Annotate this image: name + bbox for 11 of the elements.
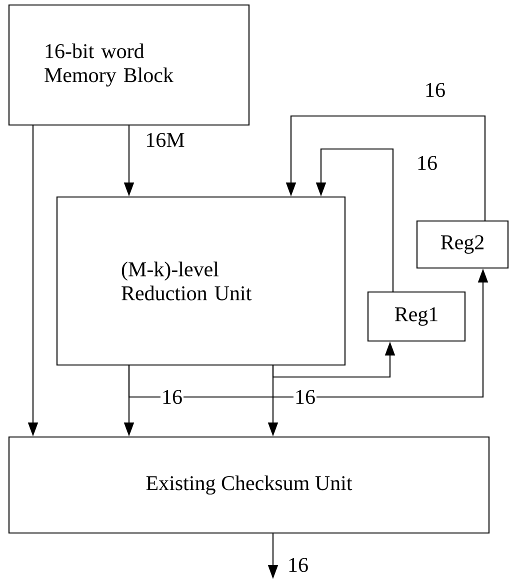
memory-block-box: 16-bit word Memory Block	[8, 4, 250, 126]
register-box: Reg2	[416, 220, 509, 269]
register-box: Reg1	[367, 291, 466, 342]
checksum-unit-box: Existing Checksum Unit	[8, 436, 490, 534]
edge-label: 16M	[144, 132, 186, 148]
edge-label: 16	[416, 154, 438, 172]
edge-label: 16	[424, 82, 446, 98]
edge-label: 16	[286, 556, 310, 574]
edge-label: 16	[160, 388, 184, 406]
reduction-unit-box: (M-k)-level Reduction Unit	[56, 196, 346, 366]
edge-label: 16	[294, 388, 316, 406]
